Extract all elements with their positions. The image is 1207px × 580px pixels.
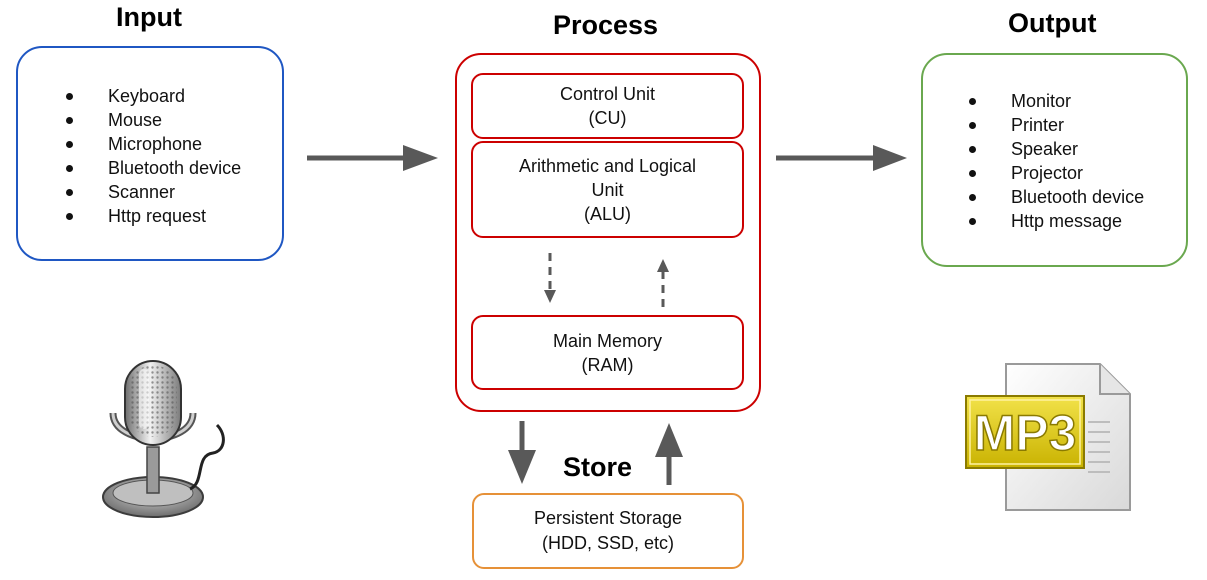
main-memory-abbr: (RAM)	[581, 354, 634, 375]
list-item: Scanner	[66, 180, 241, 204]
process-to-store-arrow	[508, 421, 536, 484]
mp3-label-text: MP3	[974, 405, 1077, 461]
alu-label: Arithmetic and Logical	[518, 155, 697, 176]
memory-to-alu-dashed-arrow	[657, 259, 669, 307]
input-box: Keyboard Mouse Microphone Bluetooth devi…	[16, 46, 284, 261]
store-heading: Store	[563, 452, 633, 482]
alu-label-2: Unit	[591, 179, 624, 200]
output-box: Monitor Printer Speaker Projector Blueto…	[921, 53, 1188, 267]
input-heading: Input	[116, 2, 182, 32]
list-item: Http message	[969, 209, 1144, 233]
alu-box: Arithmetic and Logical Unit (ALU)	[471, 141, 744, 238]
main-memory-box: Main Memory (RAM)	[471, 315, 744, 390]
output-heading: Output	[1008, 8, 1097, 38]
store-label: Persistent Storage	[533, 508, 683, 528]
list-item: Printer	[969, 113, 1144, 137]
control-unit-box: Control Unit (CU)	[471, 73, 744, 139]
control-unit-label: Control Unit	[559, 84, 656, 104]
list-item: Projector	[969, 161, 1144, 185]
list-item: Http request	[66, 204, 241, 228]
microphone-icon	[102, 360, 225, 518]
output-device-list: Monitor Printer Speaker Projector Blueto…	[969, 89, 1144, 233]
list-item: Microphone	[66, 132, 241, 156]
list-item: Keyboard	[66, 84, 241, 108]
alu-abbr: (ALU)	[583, 203, 631, 224]
alu-to-memory-dashed-arrow	[544, 253, 556, 303]
process-to-output-arrow	[776, 145, 907, 171]
list-item: Bluetooth device	[66, 156, 241, 180]
list-item: Monitor	[969, 89, 1144, 113]
list-item: Bluetooth device	[969, 185, 1144, 209]
main-memory-label: Main Memory	[552, 330, 663, 351]
list-item: Speaker	[969, 137, 1144, 161]
store-detail: (HDD, SSD, etc)	[541, 533, 674, 553]
store-to-process-arrow	[655, 423, 683, 485]
store-box: Persistent Storage (HDD, SSD, etc)	[472, 493, 744, 569]
mp3-file-icon: MP3	[965, 363, 1131, 511]
input-device-list: Keyboard Mouse Microphone Bluetooth devi…	[66, 84, 241, 228]
list-item: Mouse	[66, 108, 241, 132]
process-heading: Process	[553, 10, 659, 40]
input-to-process-arrow	[307, 145, 438, 171]
control-unit-abbr: (CU)	[588, 108, 627, 128]
